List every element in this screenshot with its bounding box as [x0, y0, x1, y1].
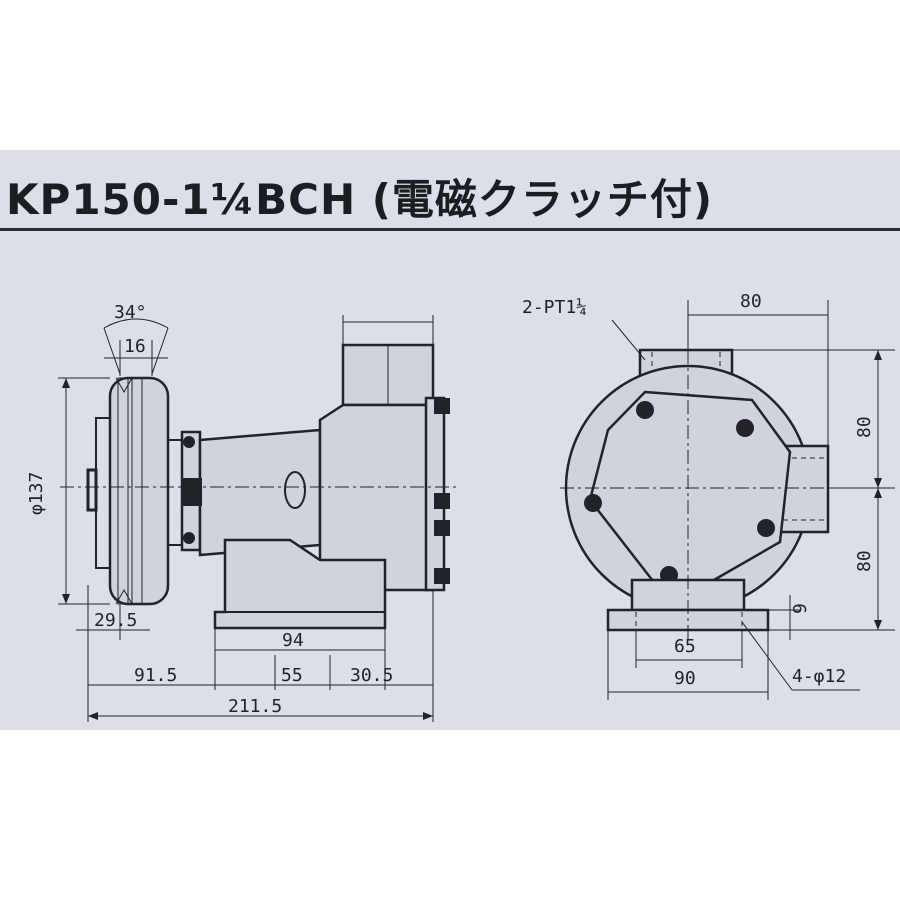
dim-ports: 2-PT1¼ [522, 297, 587, 318]
dim-bolt-pitch-65: 65 [674, 636, 696, 657]
title-underline [0, 228, 900, 231]
dim-94: 94 [282, 630, 304, 651]
side-dimension-lines [58, 315, 434, 722]
bearing-housing [180, 428, 322, 557]
drawing-title: KP150-1¼BCH (電磁クラッチ付) [6, 175, 714, 224]
dim-55: 55 [281, 665, 303, 686]
front-dimension-lines [607, 300, 895, 700]
dim-groove-16: 16 [124, 336, 146, 357]
dim-lower-80: 80 [854, 550, 875, 572]
dim-211-5: 211.5 [228, 696, 282, 717]
dim-pulley-diameter: φ137 [26, 472, 47, 515]
side-foot [213, 538, 387, 630]
dim-port-offset-80: 80 [740, 291, 762, 312]
casing-front [564, 348, 830, 632]
clutch-pulley [86, 376, 182, 606]
front-view: 2-PT1¼ 80 80 80 9 65 90 4-φ12 [522, 291, 895, 700]
dim-upper-80: 80 [854, 416, 875, 438]
dim-foot-width-90: 90 [674, 668, 696, 689]
dim-angle-34: 34° [114, 302, 147, 323]
dim-29-5: 29.5 [94, 610, 137, 631]
dim-bolt-holes: 4-φ12 [792, 666, 846, 687]
dim-foot-9: 9 [790, 603, 811, 614]
dim-30-5: 30.5 [350, 665, 393, 686]
pump-casing [318, 343, 450, 592]
dim-91-5: 91.5 [134, 665, 177, 686]
side-view: 34° 16 φ137 29.5 94 91.5 55 30.5 211.5 [26, 302, 460, 722]
